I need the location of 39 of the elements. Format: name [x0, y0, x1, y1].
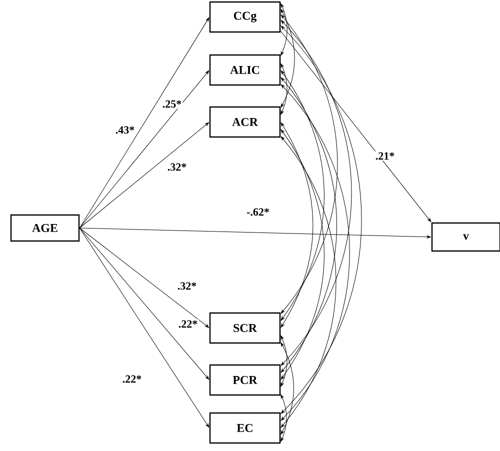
variable-box: AGE: [10, 214, 80, 242]
arrow: [79, 70, 210, 228]
edge-label: .32*: [176, 281, 198, 291]
arrow: [280, 122, 314, 328]
variable-box: SCR: [209, 312, 281, 344]
variable-box: PCR: [209, 364, 281, 396]
arrow: [79, 17, 210, 228]
arrow: [79, 228, 210, 380]
edge-label: .22*: [177, 319, 199, 329]
arrow: [280, 3, 288, 56]
arrow: [280, 77, 337, 373]
variable-box: ACR: [209, 106, 281, 138]
arrow: [79, 228, 431, 238]
arrow: [280, 26, 362, 414]
variable-box: EC: [209, 412, 281, 444]
edge-label: .25*: [161, 99, 183, 109]
edge-label: -.62*: [246, 207, 270, 217]
arrow: [280, 9, 295, 108]
arrow: [280, 20, 352, 366]
edge-label: .43*: [114, 125, 136, 135]
edge-label: .21*: [374, 151, 396, 161]
arrow: [280, 136, 336, 428]
variable-box: CCg: [209, 1, 281, 33]
variable-box: ALIC: [209, 54, 281, 86]
edge-label: .22*: [121, 374, 143, 384]
arrow: [280, 70, 324, 321]
arrow: [280, 63, 288, 115]
variable-box: v: [431, 222, 500, 252]
arrow: [280, 335, 288, 387]
arrow: [280, 14, 338, 314]
arrow: [280, 30, 432, 222]
arrow: [280, 394, 287, 442]
arrow: [79, 122, 210, 228]
arrow: [280, 342, 294, 435]
arrow: [79, 228, 210, 328]
arrow: [280, 84, 350, 421]
edge-label: .32*: [166, 162, 188, 172]
arrow: [79, 228, 210, 428]
arrow: [280, 129, 324, 380]
